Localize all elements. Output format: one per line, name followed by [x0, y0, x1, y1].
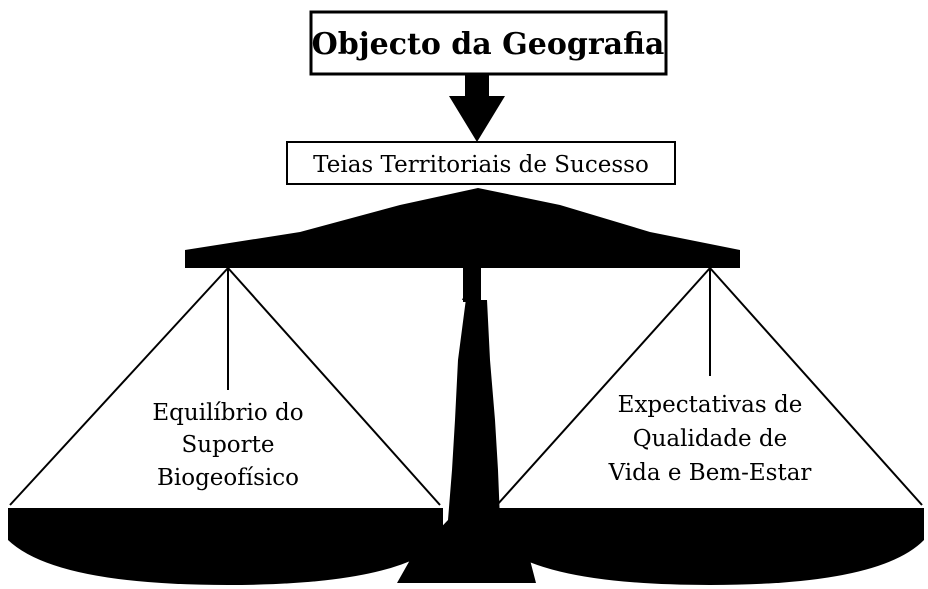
left-pan-line-2: Suporte — [182, 432, 275, 458]
left-pan-line-3: Biogeofísico — [157, 465, 299, 491]
left-pan-label: Equilíbrio do Suporte Biogeofísico — [152, 400, 303, 491]
right-pan-strings — [496, 267, 923, 506]
right-pan-line-1: Expectativas de — [618, 392, 803, 418]
right-pan-line-2: Qualidade de — [633, 426, 788, 452]
title-box: Objecto da Geografia — [309, 10, 668, 76]
right-pan-bowl — [494, 508, 924, 585]
pillar-top — [463, 268, 481, 302]
right-pan-label: Expectativas de Qualidade de Vida e Bem-… — [608, 392, 812, 486]
subtitle-text: Teias Territoriais de Sucesso — [313, 152, 649, 178]
title-frame — [309, 10, 668, 76]
balance-pillar — [397, 268, 536, 583]
left-pan-line-1: Equilíbrio do — [152, 400, 303, 426]
subtitle-frame — [286, 141, 676, 185]
left-pan-strings — [9, 267, 441, 506]
right-pan-line-3: Vida e Bem-Estar — [608, 460, 812, 486]
left-pan-bowl — [8, 508, 443, 585]
title-text: Objecto da Geografia — [312, 27, 665, 62]
balance-beam — [185, 188, 740, 268]
subtitle-box: Teias Territoriais de Sucesso — [286, 141, 676, 185]
down-arrow-icon — [449, 74, 505, 142]
